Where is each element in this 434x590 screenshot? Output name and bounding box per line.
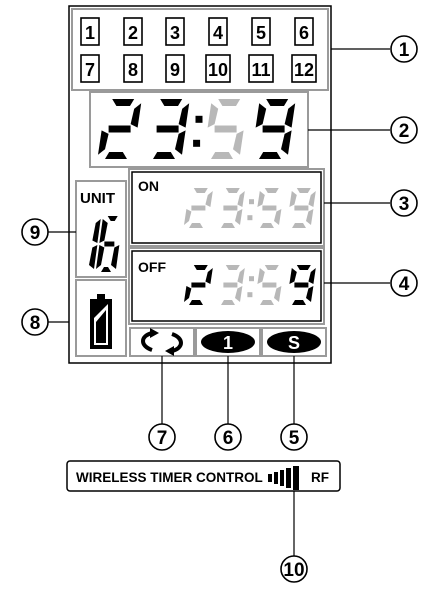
day-cell-8: 8	[123, 54, 143, 83]
one-icon: 1	[201, 331, 255, 353]
colon	[193, 115, 203, 147]
battery-panel	[75, 279, 127, 357]
callout-number: 2	[399, 121, 410, 142]
callout-number: 9	[30, 223, 41, 244]
callout-1: 1	[390, 35, 418, 63]
day-number: 10	[208, 60, 228, 80]
day-cell-5: 5	[251, 17, 271, 46]
callout-7: 7	[148, 423, 176, 451]
day-number: 4	[213, 23, 223, 43]
day-cell-4: 4	[208, 17, 228, 46]
callout-number: 7	[157, 428, 168, 449]
control-bar	[66, 460, 341, 492]
digit-4	[289, 265, 316, 305]
off-timer-panel	[128, 247, 325, 325]
unit-digit-1	[89, 219, 101, 269]
unit-panel	[75, 180, 127, 278]
svg-text:S: S	[288, 333, 300, 353]
day-cell-11: 11	[248, 54, 274, 83]
digit-2	[221, 188, 245, 228]
day-cell-6: 6	[294, 17, 314, 46]
day-cell-2: 2	[123, 17, 143, 46]
colon	[247, 199, 254, 221]
day-number: 9	[170, 60, 180, 80]
day-number: 12	[294, 60, 314, 80]
day-cell-3: 3	[165, 17, 185, 46]
battery-icon	[90, 294, 112, 349]
callout-8: 8	[21, 308, 49, 336]
digit-1	[98, 99, 142, 159]
digit-4	[289, 188, 316, 228]
digit-3	[257, 188, 282, 228]
day-number: 8	[128, 60, 138, 80]
unit-digit-2	[96, 216, 120, 272]
callout-4: 4	[390, 269, 418, 297]
leader-lines	[48, 48, 390, 556]
day-number: 11	[251, 60, 270, 80]
day-cell-12: 12	[291, 54, 317, 83]
unit-number-display	[89, 216, 120, 272]
day-number: 6	[299, 23, 309, 43]
repeat-panel	[129, 327, 195, 357]
callout-number: 5	[289, 428, 300, 449]
repeat-arrows-icon	[141, 328, 183, 356]
on-label: ON	[138, 178, 159, 194]
on-timer-frame	[131, 171, 322, 244]
callout-6: 6	[214, 423, 242, 451]
on-timer-display	[184, 188, 316, 228]
day-number: 7	[85, 60, 95, 80]
day-cell-1: 1	[80, 17, 100, 46]
callout-number: 1	[399, 40, 410, 61]
digit-4	[255, 99, 296, 159]
svg-text:1: 1	[223, 333, 233, 353]
digit-3	[207, 99, 244, 159]
callout-3: 3	[390, 189, 418, 217]
digit-2	[221, 265, 245, 305]
off-timer-display	[184, 265, 316, 305]
day-number: 5	[256, 23, 266, 43]
day-cell-9: 9	[165, 54, 185, 83]
day-number: 2	[128, 23, 138, 43]
digit-1	[184, 188, 213, 228]
callout-10: 10	[280, 555, 308, 583]
callout-5: 5	[280, 423, 308, 451]
callout-number: 4	[399, 274, 410, 295]
callout-9: 9	[21, 218, 49, 246]
s-icon: S	[267, 331, 321, 353]
digit-1	[184, 265, 213, 305]
day-number: 1	[85, 23, 95, 43]
digit-2	[153, 99, 190, 159]
control-bar-text: WIRELESS TIMER CONTROL	[76, 470, 263, 485]
rf-label: RF	[311, 470, 329, 485]
callout-2: 2	[390, 116, 418, 144]
day-cell-10: 10	[205, 54, 231, 83]
callout-number: 8	[30, 313, 41, 334]
display-frame	[68, 5, 332, 364]
callout-number: 3	[399, 194, 410, 215]
callout-number: 10	[283, 560, 304, 581]
unit-label: UNIT	[80, 190, 115, 207]
signal-bars-icon	[268, 466, 299, 490]
off-label: OFF	[138, 259, 166, 275]
main-clock-display	[98, 99, 296, 159]
day-cell-7: 7	[80, 54, 100, 83]
off-timer-frame	[131, 250, 322, 322]
on-timer-panel	[128, 168, 325, 247]
digit-3	[257, 265, 282, 305]
day-number: 3	[170, 23, 180, 43]
colon	[247, 276, 254, 298]
callout-number: 6	[223, 428, 234, 449]
day-grid-panel	[71, 8, 329, 91]
